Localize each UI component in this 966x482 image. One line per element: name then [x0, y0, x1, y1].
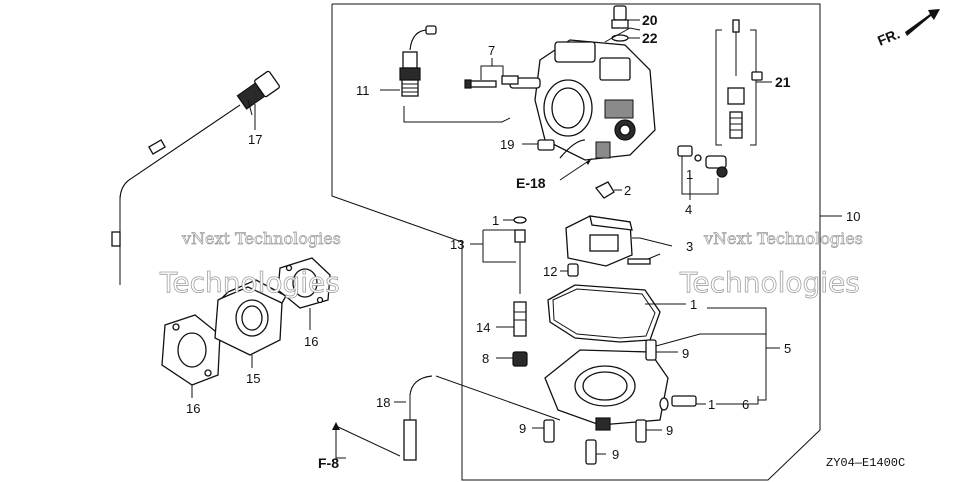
watermark-right-big: Technologies	[679, 266, 860, 299]
callout-19: 19	[500, 137, 514, 152]
watermark-left-big: Technologies	[159, 266, 340, 299]
jet-8	[512, 351, 528, 367]
callout-12: 12	[543, 264, 557, 279]
screw-12	[567, 263, 579, 277]
callout-20: 20	[642, 12, 658, 28]
needle-valve-13	[513, 216, 527, 294]
leader-lines	[191, 19, 842, 459]
callout-9-right: 9	[666, 423, 673, 438]
callout-11: 11	[356, 83, 370, 98]
diagram-code: ZY04—E1400C	[826, 456, 905, 470]
float-chamber-5	[544, 349, 669, 431]
callout-10: 10	[846, 209, 860, 224]
callout-6: 6	[742, 397, 749, 412]
float-chamber-gasket	[547, 284, 661, 343]
callout-1-washer: 1	[492, 213, 499, 228]
callout-14: 14	[476, 320, 490, 335]
drain-screw-6	[659, 395, 697, 411]
gasket-16-front	[161, 314, 221, 386]
callout-1-drain: 1	[708, 397, 715, 412]
watermark-left-small: vNext Technologies	[181, 229, 341, 248]
drain-tube-18	[403, 375, 433, 461]
pilot-screw-4	[677, 145, 728, 178]
callout-4: 4	[685, 202, 692, 217]
callout-22: 22	[642, 30, 658, 46]
screw-7	[464, 75, 519, 89]
callout-9-left: 9	[519, 421, 526, 436]
callout-16-front: 16	[186, 401, 200, 416]
o-ring-22	[611, 34, 629, 42]
callout-9-upper: 9	[682, 346, 689, 361]
callout-5: 5	[784, 341, 791, 356]
ref-e18: E-18	[516, 175, 546, 191]
main-jet-14	[513, 301, 527, 337]
callout-1-gasket: 1	[690, 297, 697, 312]
callout-9-bottom: 9	[612, 447, 619, 462]
front-arrow-icon	[905, 9, 940, 36]
callout-17: 17	[248, 132, 262, 147]
choke-fitting-11	[399, 25, 437, 97]
screw-9	[543, 339, 657, 465]
watermark-right-small: vNext Technologies	[703, 229, 863, 248]
jet-20	[611, 5, 629, 29]
callout-8: 8	[482, 351, 489, 366]
callout-1-pilot: 1	[686, 167, 693, 182]
gasket-16-rear	[277, 257, 331, 309]
clip-2	[594, 181, 615, 199]
assembly-outline	[331, 3, 821, 481]
callout-21: 21	[775, 74, 791, 90]
ref-f8: F-8	[318, 455, 339, 471]
throttle-cable	[111, 70, 280, 285]
front-label: FR.	[875, 25, 902, 48]
float-3	[565, 215, 651, 267]
callout-13: 13	[450, 237, 464, 252]
callout-15: 15	[246, 371, 260, 386]
insulator-15	[214, 279, 287, 356]
callout-16-rear: 16	[304, 334, 318, 349]
callout-2: 2	[624, 183, 631, 198]
needle-set-21	[715, 19, 763, 146]
callout-18: 18	[376, 395, 390, 410]
callout-7: 7	[488, 43, 495, 58]
callout-3: 3	[686, 239, 693, 254]
carburetor-upper-body	[509, 39, 656, 161]
